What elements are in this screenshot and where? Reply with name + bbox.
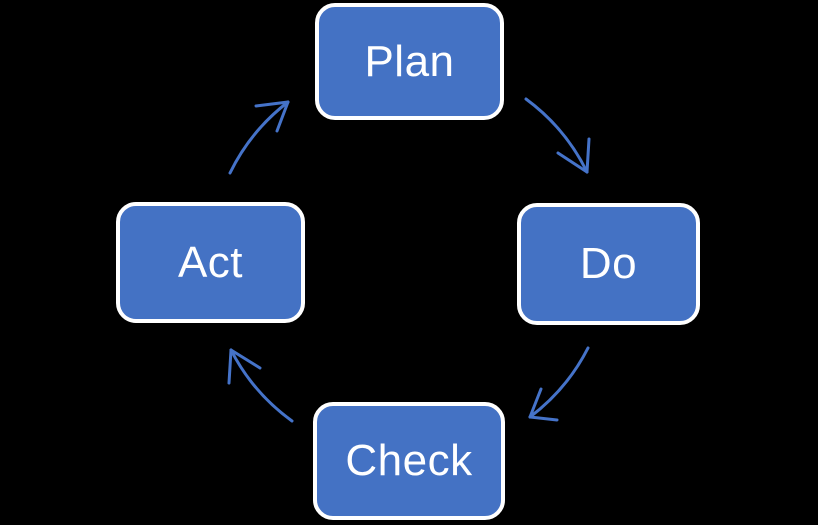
node-act-label: Act: [177, 237, 244, 287]
node-plan: Plan: [315, 3, 504, 120]
arrow-act-to-plan: [228, 100, 290, 175]
node-do-label: Do: [579, 239, 638, 288]
node-act: Act: [116, 202, 305, 323]
node-check: Check: [313, 402, 505, 520]
arrow-check-to-act: [227, 348, 294, 423]
node-plan-label: Plan: [364, 36, 455, 86]
arrow-do-to-check: [528, 346, 590, 422]
arrow-plan-to-do: [524, 97, 591, 174]
node-do: Do: [517, 203, 700, 325]
node-check-label: Check: [345, 436, 473, 485]
